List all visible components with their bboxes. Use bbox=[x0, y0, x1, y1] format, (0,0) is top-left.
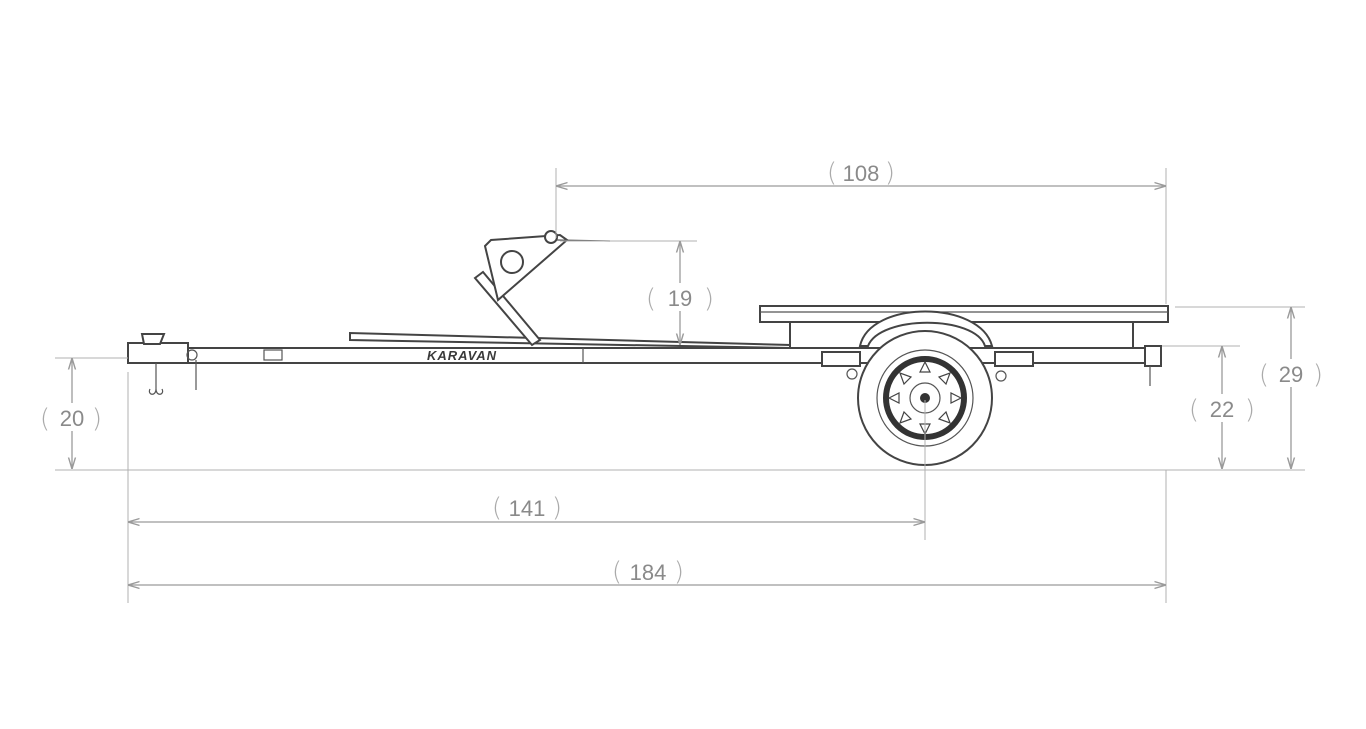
svg-text:(: ( bbox=[40, 404, 50, 434]
svg-text:): ) bbox=[1313, 360, 1323, 390]
svg-text:(: ( bbox=[827, 158, 837, 188]
dimension-label: 108 bbox=[843, 161, 880, 186]
dimension-label: 141 bbox=[509, 496, 546, 521]
dimension-label: 20 bbox=[60, 406, 84, 431]
svg-text:(: ( bbox=[612, 557, 622, 587]
dimension-bunk-height: () 29 bbox=[1175, 306, 1323, 469]
dimension-coupler-height: () 20 bbox=[40, 357, 128, 469]
dimension-bunk-length: () 108 bbox=[555, 158, 1167, 304]
svg-text:(: ( bbox=[492, 493, 502, 523]
dimension-winch-post-height: () 19 bbox=[560, 240, 714, 345]
svg-text:(: ( bbox=[646, 284, 656, 314]
svg-text:): ) bbox=[1245, 395, 1255, 425]
dimension-label: 184 bbox=[630, 560, 667, 585]
dimension-label: 22 bbox=[1210, 397, 1234, 422]
dimension-hitch-to-axle: () 141 bbox=[127, 372, 926, 603]
svg-text:): ) bbox=[704, 284, 714, 314]
dimension-label: 19 bbox=[668, 286, 692, 311]
dimension-frame-height: () 22 bbox=[1162, 345, 1255, 469]
trailer: KARAVAN bbox=[127, 230, 1169, 466]
dimension-label: 29 bbox=[1279, 362, 1303, 387]
svg-text:): ) bbox=[92, 404, 102, 434]
svg-text:(: ( bbox=[1259, 360, 1269, 390]
svg-text:): ) bbox=[674, 557, 684, 587]
brand-label: KARAVAN bbox=[427, 348, 497, 363]
svg-text:(: ( bbox=[1189, 395, 1199, 425]
dimension-overall-length: () 184 bbox=[128, 470, 1167, 603]
svg-text:): ) bbox=[552, 493, 562, 523]
svg-text:): ) bbox=[885, 158, 895, 188]
